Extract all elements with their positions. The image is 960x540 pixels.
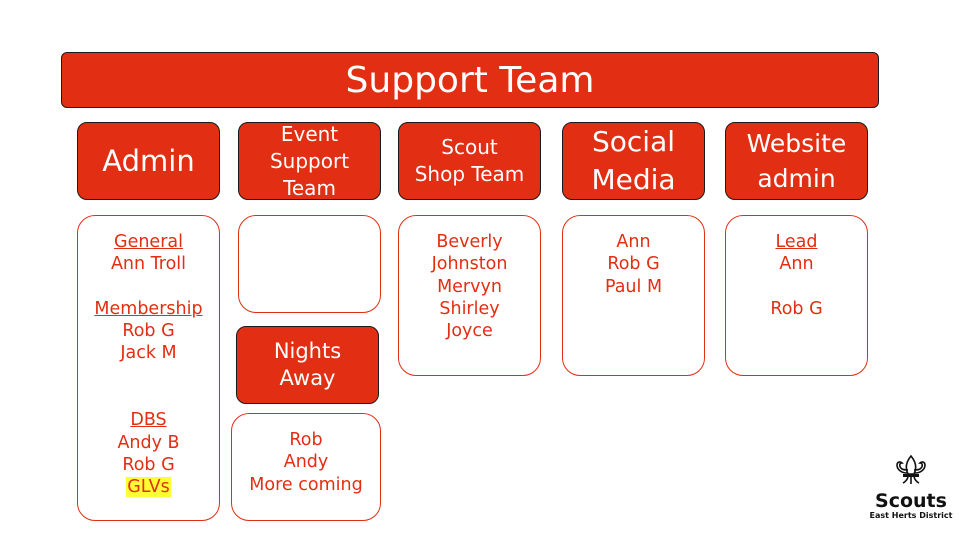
lead-heading: Lead bbox=[775, 232, 818, 252]
social-media-header: Social Media bbox=[562, 122, 705, 200]
admin-header-label: Admin bbox=[102, 144, 195, 178]
title-banner: Support Team bbox=[61, 52, 879, 108]
social-media-box: Ann Rob G Paul M bbox=[562, 215, 705, 376]
scout-shop-name: Johnston bbox=[431, 254, 508, 275]
spacer bbox=[78, 276, 219, 298]
admin-membership-name: Jack M bbox=[120, 343, 177, 364]
scout-shop-header-line: Scout bbox=[441, 135, 498, 159]
nights-away-box: Rob Andy More coming bbox=[231, 413, 381, 521]
social-media-name: Paul M bbox=[604, 276, 663, 297]
glvs-highlighted: GLVs bbox=[126, 477, 171, 498]
website-admin-header-line: admin bbox=[757, 164, 836, 193]
scout-shop-name: Beverly bbox=[436, 232, 503, 252]
admin-general-name: Ann Troll bbox=[110, 254, 187, 275]
nights-away-header-line: Away bbox=[279, 366, 336, 390]
admin-header: Admin bbox=[77, 122, 220, 200]
nights-away-header-line: Nights bbox=[273, 339, 342, 363]
admin-dbs-name: Rob G bbox=[122, 454, 175, 475]
logo-wordmark: Scouts bbox=[875, 490, 947, 512]
event-support-header: Event Support Team bbox=[238, 122, 381, 200]
nights-away-header: Nights Away bbox=[236, 326, 379, 404]
social-media-name: Ann bbox=[616, 232, 651, 252]
spacer bbox=[726, 276, 867, 298]
social-media-header-line: Social bbox=[591, 125, 675, 158]
fleur-de-lis-icon bbox=[896, 454, 926, 484]
scouts-logo: Scouts East Herts District bbox=[868, 454, 954, 527]
scout-shop-name: Mervyn bbox=[437, 276, 502, 297]
logo-district: East Herts District bbox=[869, 511, 953, 520]
website-admin-name: Rob G bbox=[770, 298, 823, 319]
general-heading: General bbox=[114, 232, 183, 252]
website-admin-box: Lead Ann Rob G bbox=[725, 215, 868, 376]
nights-away-name: Rob bbox=[289, 430, 323, 450]
scout-shop-header-line: Shop Team bbox=[414, 162, 525, 186]
social-media-name: Rob G bbox=[607, 254, 660, 275]
scout-shop-box: Beverly Johnston Mervyn Shirley Joyce bbox=[398, 215, 541, 376]
page-title: Support Team bbox=[345, 59, 595, 101]
membership-heading: Membership bbox=[94, 298, 203, 319]
spacer bbox=[78, 387, 219, 409]
scout-shop-header: Scout Shop Team bbox=[398, 122, 541, 200]
scout-shop-name: Joyce bbox=[446, 321, 493, 342]
event-support-header-line: Team bbox=[283, 175, 336, 200]
admin-membership-name: Rob G bbox=[122, 321, 175, 342]
admin-box: General Ann Troll Membership Rob G Jack … bbox=[77, 215, 220, 521]
event-support-header-line: Support bbox=[269, 148, 350, 173]
dbs-heading: DBS bbox=[130, 410, 167, 431]
spacer bbox=[78, 365, 219, 387]
event-support-header-line: Event bbox=[280, 121, 339, 146]
scout-shop-name: Shirley bbox=[439, 298, 500, 319]
nights-away-name: Andy bbox=[283, 452, 329, 473]
event-support-box bbox=[238, 215, 381, 313]
website-admin-name: Ann bbox=[779, 254, 814, 275]
nights-away-name: More coming bbox=[249, 474, 363, 495]
website-admin-header-line: Website bbox=[746, 129, 847, 158]
website-admin-header: Website admin bbox=[725, 122, 868, 200]
admin-dbs-name: Andy B bbox=[117, 432, 180, 453]
social-media-header-line: Media bbox=[591, 163, 676, 196]
